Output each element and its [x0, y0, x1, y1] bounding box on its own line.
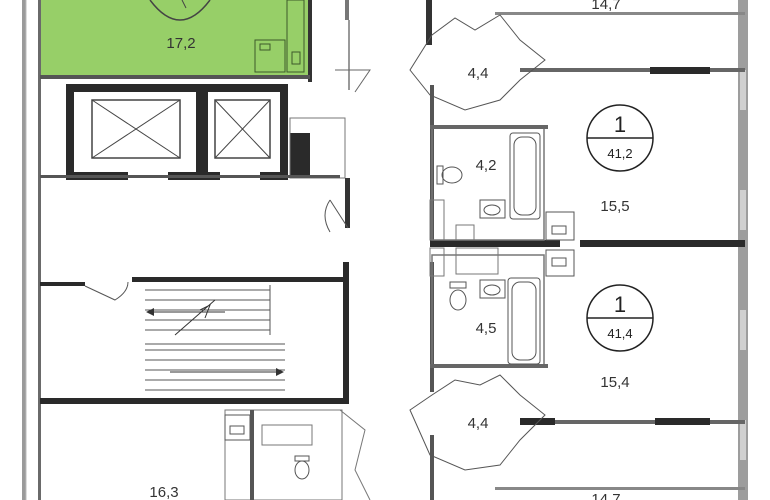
elevator-car-1 — [91, 99, 181, 159]
lower-left-wc-wall — [250, 410, 254, 500]
outer-wall-right-window-4 — [740, 420, 746, 460]
bathtub-lower-inner — [511, 281, 537, 361]
lower-apt-hall-wall-dark — [520, 418, 555, 425]
door-lower-hall — [409, 374, 546, 471]
shaft-upper-2 — [455, 224, 475, 241]
shaft-upper-1 — [429, 199, 445, 241]
upper-apt-hall-wall-dark — [650, 67, 710, 74]
corridor-wall-right-upper — [345, 178, 350, 228]
lower-left-washer-mark — [229, 425, 245, 435]
outer-wall-right-window-2 — [740, 190, 746, 230]
stair-door — [84, 281, 129, 301]
stair-arrow-head-2 — [276, 368, 284, 376]
apt-wall-left-bottom — [430, 435, 434, 500]
corridor-wall-col-left — [348, 20, 350, 90]
elevator-car-2 — [214, 99, 271, 159]
room-area-left-lower: 16,3 — [149, 484, 178, 500]
sink-upper-bowl — [483, 204, 501, 216]
stair-arrow-head — [146, 308, 154, 316]
highlighted-room-stove-mark — [259, 43, 271, 51]
toilet-upper-tank — [436, 165, 444, 185]
badge-upper-rooms: 1 — [614, 112, 626, 137]
badge-lower-area: 41,4 — [607, 326, 632, 341]
room-area-hall-upper: 4,4 — [468, 65, 489, 82]
corridor-door-top — [335, 69, 371, 93]
stair-break-mark — [174, 299, 216, 336]
toilet-lower — [449, 289, 467, 311]
room-area-living-lower: 15,4 — [600, 374, 629, 391]
lower-apt-hall-wall — [520, 420, 745, 424]
lower-left-shaft — [261, 424, 313, 446]
stair-wall-bottom — [40, 398, 348, 404]
lower-apt-hall-wall-dark-2 — [655, 418, 710, 425]
room-area-bath-upper: 4,2 — [476, 157, 497, 174]
lower-left-door — [339, 409, 371, 500]
room-area-hall-lower: 4,4 — [468, 415, 489, 432]
room-area-highlighted: 17,2 — [166, 35, 195, 52]
washer-upper — [545, 211, 575, 241]
upper-apt-divider — [430, 240, 745, 247]
outer-wall-right — [738, 0, 748, 500]
stair-flight-lower — [145, 343, 285, 391]
lower-left-washer — [224, 414, 251, 441]
badge-upper-area: 41,2 — [607, 146, 632, 161]
door-upper-hall — [409, 14, 546, 111]
outer-wall-right-window-3 — [740, 310, 746, 350]
corridor-door-upper — [324, 199, 349, 233]
toilet-upper — [441, 166, 463, 184]
outer-wall-left — [22, 0, 26, 500]
apartment-badge-upper[interactable]: 1 41,2 — [586, 104, 654, 172]
lower-left-toilet — [294, 460, 310, 480]
room-area-bottom-right: 14,7 — [591, 491, 620, 500]
stair-wall-left-short — [40, 282, 85, 286]
highlighted-room-sofa-mark — [181, 0, 187, 9]
lower-apt-bottom-wall — [495, 487, 745, 490]
lower-left-wc-outline — [224, 409, 343, 500]
stair-wall-top — [132, 277, 347, 282]
shaft-lower-2 — [455, 247, 499, 275]
room-area-bath-lower: 4,5 — [476, 320, 497, 337]
room-area-living-upper: 15,5 — [600, 198, 629, 215]
badge-lower-rooms: 1 — [614, 292, 626, 317]
apt-wall-left-upper — [426, 0, 432, 45]
bath-lower-outline — [431, 254, 545, 368]
wall-top-center — [345, 0, 349, 20]
shaft-lower-1 — [429, 247, 445, 277]
highlighted-room-fill — [40, 0, 308, 75]
upper-apt-hall-wall — [520, 68, 745, 72]
elevator-car-2-cross-b — [214, 99, 271, 159]
tech-room-block — [290, 133, 310, 178]
washer-upper-mark — [551, 225, 567, 235]
highlighted-room-cabinet — [286, 0, 305, 73]
sink-lower-bowl — [483, 284, 501, 296]
washer-lower-mark — [551, 257, 567, 267]
bathtub-upper — [509, 132, 541, 220]
outer-wall-right-window-1 — [740, 70, 746, 110]
bath-upper-wall — [430, 125, 548, 129]
sink-upper — [479, 199, 506, 219]
highlighted-room-stove — [254, 39, 286, 73]
bathtub-upper-inner — [513, 136, 537, 216]
bath-upper-outline — [431, 126, 545, 241]
lower-left-toilet-tank — [294, 455, 310, 462]
washer-lower — [545, 249, 575, 277]
upper-apt-divider-gap — [560, 240, 580, 247]
highlighted-room-sink — [291, 51, 301, 65]
stair-flight-upper — [145, 285, 271, 335]
elevator-car-1-cross-b — [91, 99, 181, 159]
wall-highlight-right — [308, 0, 312, 82]
wall-highlight-bottom — [40, 75, 310, 79]
room-area-top-right: 14,7 — [591, 0, 620, 13]
stair-wall-right — [343, 262, 349, 404]
toilet-lower-tank — [449, 281, 467, 289]
corridor-wall-left-upper — [40, 175, 340, 178]
bathtub-lower — [507, 277, 541, 365]
outer-wall-left-inner — [38, 0, 41, 500]
sink-lower — [479, 279, 506, 299]
apartment-badge-lower[interactable]: 1 41,4 — [586, 284, 654, 352]
highlighted-room-sofa-outline — [149, 0, 211, 21]
upper-apt-top-wall — [495, 12, 745, 15]
bath-lower-wall — [430, 364, 548, 368]
